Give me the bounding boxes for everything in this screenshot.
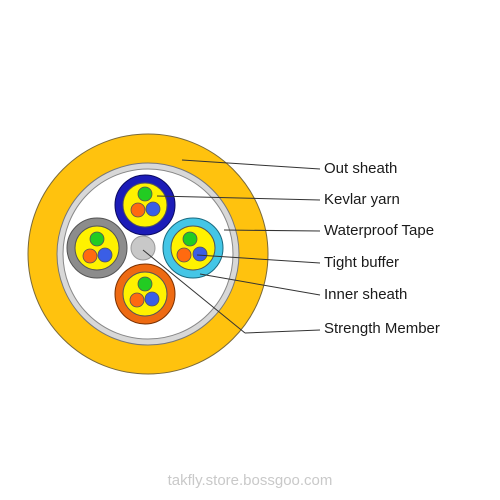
label-strength-member: Strength Member [324, 320, 440, 337]
fiber-blue [144, 291, 160, 307]
leader-strength-member-tail [244, 329, 321, 334]
subunit-orange [114, 263, 176, 325]
fiber-green [137, 186, 153, 202]
strength-member [130, 235, 156, 261]
fiber-blue [97, 247, 113, 263]
label-tight-buffer: Tight buffer [324, 254, 400, 271]
fiber-green [89, 231, 105, 247]
leader-lines [142, 159, 321, 334]
fiber-orange [129, 292, 145, 308]
label-kevlar-yarn: Kevlar yarn [324, 191, 400, 208]
leader-kevlar-yarn [156, 195, 321, 201]
label-waterproof-tape: Waterproof Tape [324, 222, 435, 239]
fiber-orange [176, 247, 192, 263]
fiber-green [137, 276, 153, 292]
leader-tight-buffer [196, 254, 321, 264]
leader-out-sheath [181, 159, 321, 170]
fiber-orange [130, 202, 146, 218]
fiber-orange [82, 248, 98, 264]
fiber-blue [145, 201, 161, 217]
fiber-green [182, 231, 198, 247]
subunit-blue [114, 174, 176, 236]
subunit-aqua [162, 217, 224, 279]
leader-strength-member [142, 249, 246, 334]
subunit-gray [66, 217, 128, 279]
label-inner-sheath: Inner sheath [324, 286, 408, 303]
leader-waterproof-tape [223, 229, 321, 232]
fiber-blue [192, 246, 208, 262]
watermark: takfly.store.bossgoo.com [167, 472, 333, 489]
leader-inner-sheath [199, 273, 321, 296]
label-out-sheath: Out sheath [324, 160, 398, 177]
